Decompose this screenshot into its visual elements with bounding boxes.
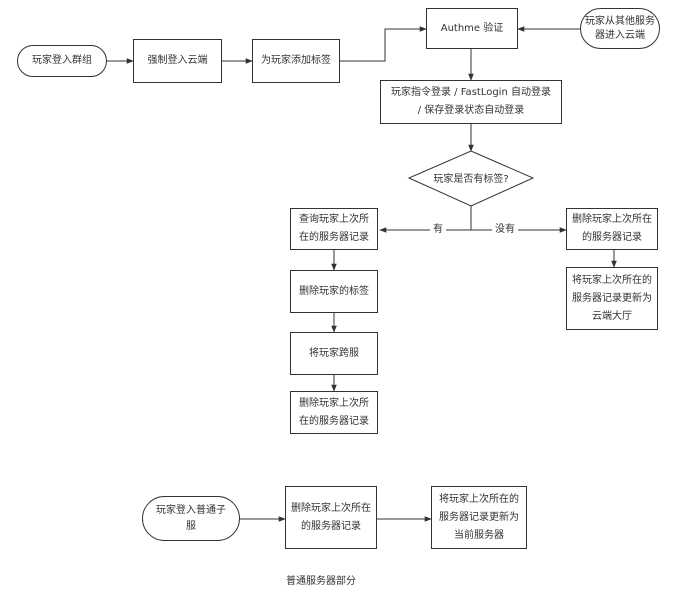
node-normal-update-current: 将玩家上次所在的服务器记录更新为当前服务器 xyxy=(431,486,527,549)
node-query-last-server: 查询玩家上次所在的服务器记录 xyxy=(290,208,378,250)
node-login-command: 玩家指令登录 / FastLogin 自动登录 / 保存登录状态自动登录 xyxy=(380,80,562,124)
node-player-login-group: 玩家登入群组 xyxy=(17,45,107,77)
node-delete-record-right: 删除玩家上次所在的服务器记录 xyxy=(566,208,658,250)
decision-diamond xyxy=(407,150,535,207)
node-normal-delete-record: 删除玩家上次所在的服务器记录 xyxy=(285,486,377,549)
node-force-cloud-login: 强制登入云端 xyxy=(133,39,222,83)
node-delete-record-left: 删除玩家上次所在的服务器记录 xyxy=(290,391,378,434)
node-delete-tag: 删除玩家的标签 xyxy=(290,270,378,313)
node-update-to-lobby: 将玩家上次所在的服务器记录更新为云端大厅 xyxy=(566,267,658,330)
node-from-other-server: 玩家从其他服务器进入云端 xyxy=(580,8,660,49)
edge-tag-to-authme xyxy=(340,26,427,62)
normal-server-caption: 普通服务器部分 xyxy=(286,576,356,587)
edge-label-no: 没有 xyxy=(492,223,518,237)
node-normal-server-login: 玩家登入普通子服 xyxy=(142,496,240,541)
node-cross-server: 将玩家跨服 xyxy=(290,332,378,375)
node-authme: Authme 验证 xyxy=(426,8,518,49)
decision-label: 玩家是否有标签? xyxy=(433,172,508,185)
node-add-tag: 为玩家添加标签 xyxy=(252,39,340,83)
edge-label-yes: 有 xyxy=(430,223,446,237)
